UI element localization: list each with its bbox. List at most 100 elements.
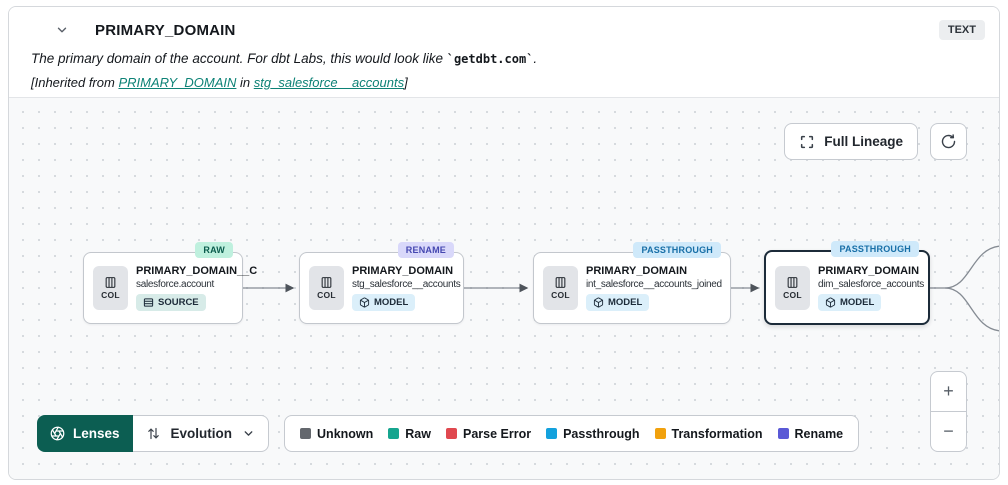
legend-swatch [546,428,558,439]
resource-badge: SOURCE [136,294,206,311]
legend-label: Passthrough [563,426,640,441]
legend-item-parse-error: Parse Error [445,426,532,441]
active-lens-label: Evolution [170,426,233,441]
lineage-node-source[interactable]: RAW COL PRIMARY_DOMAIN__C salesforce.acc… [83,242,257,324]
col-label: COL [101,290,120,300]
zoom-out-button[interactable]: − [943,421,954,441]
node-subtitle: int_salesforce__accounts_joined [586,279,722,290]
node-body: COL PRIMARY_DOMAIN__C salesforce.account… [84,253,257,323]
node-body: COL PRIMARY_DOMAIN int_salesforce__accou… [534,253,730,323]
legend-item-unknown: Unknown [300,427,373,441]
panel-header: PRIMARY_DOMAIN TEXT The primary domain o… [9,7,999,97]
description-text: The primary domain of the account. For d… [31,51,447,66]
legend-swatch [300,428,312,439]
description-code: `getdbt.com` [446,52,534,66]
node-text: PRIMARY_DOMAIN dim_salesforce_accounts M… [818,265,924,311]
resource-badge: MODEL [818,293,882,311]
resource-label: SOURCE [158,297,199,308]
description-suffix: . [533,51,538,66]
node-title: PRIMARY_DOMAIN [586,265,688,277]
column-kind-box: COL [543,266,578,310]
legend-item-raw: Raw [388,427,431,441]
lineage-node-intermediate[interactable]: PASSTHROUGH COL PRIMARY_DOMAIN int_sales… [533,242,731,324]
legend-label: Rename [794,426,844,441]
column-kind-box: COL [309,266,344,310]
model-cube-icon [359,297,370,308]
legend-item-transformation: Transformation [654,426,763,441]
model-cube-icon [825,296,836,308]
lenses-label: Lenses [73,426,120,441]
node-subtitle: salesforce.account [136,279,214,290]
canvas-toolbar: Full Lineage [784,123,967,160]
lineage-node-staging[interactable]: RENAME COL PRIMARY_DOMAIN stg_salesforce… [299,242,464,324]
node-subtitle: dim_salesforce_accounts [818,278,924,290]
resource-label: MODEL [840,296,875,308]
bottom-bar: Lenses Evolution Unknown Raw Parse Error… [37,415,860,452]
legend-label: Transformation [671,426,763,441]
inherited-column-link[interactable]: PRIMARY_DOMAIN [118,75,237,90]
legend-item-rename: Rename [777,426,844,441]
inherited-model-link[interactable]: stg_salesforce__accounts [253,75,405,90]
source-icon [143,298,154,307]
aperture-icon [50,426,65,441]
model-cube-icon [593,297,604,308]
inherited-middle: in [236,75,254,90]
chevron-down-icon [244,431,253,436]
resource-label: MODEL [608,297,643,308]
legend-label: Parse Error [462,426,532,441]
legend-item-passthrough: Passthrough [546,426,640,441]
node-body: COL PRIMARY_DOMAIN dim_salesforce_accoun… [766,252,928,323]
node-subtitle: stg_salesforce__accounts [352,279,461,290]
node-text: PRIMARY_DOMAIN int_salesforce__accounts_… [586,265,722,311]
refresh-icon [941,134,956,149]
legend-swatch [445,428,457,439]
resource-label: MODEL [374,297,409,308]
zoom-in-button[interactable]: + [943,381,954,401]
full-lineage-label: Full Lineage [824,134,903,149]
node-title: PRIMARY_DOMAIN__C [136,265,258,277]
column-kind-box: COL [93,266,128,310]
node-body: COL PRIMARY_DOMAIN stg_salesforce__accou… [300,253,463,323]
expand-icon [801,135,814,148]
legend-swatch [654,428,666,439]
column-kind-box: COL [775,265,810,310]
node-text: PRIMARY_DOMAIN stg_salesforce__accounts … [352,265,461,311]
evolution-badge: PASSTHROUGH [831,241,919,257]
refresh-button[interactable] [930,123,967,160]
evolution-badge: RAW [195,242,233,258]
lens-selector-dropdown[interactable]: Evolution [132,415,270,452]
evolution-arrows-icon [147,427,159,440]
resource-badge: MODEL [586,294,650,311]
zoom-controls: + − [930,371,967,452]
inherited-prefix: [Inherited from [31,75,119,90]
evolution-badge: RENAME [397,242,454,258]
full-lineage-button[interactable]: Full Lineage [784,123,918,160]
columns-icon [787,276,798,288]
columns-icon [555,277,566,288]
legend-swatch [777,428,789,439]
legend-label: Raw [405,426,431,441]
column-title: PRIMARY_DOMAIN [95,21,236,39]
node-text: PRIMARY_DOMAIN__C salesforce.account SOU… [136,265,257,311]
inherited-suffix: ] [404,75,408,90]
col-label: COL [551,290,570,300]
column-details-panel: PRIMARY_DOMAIN TEXT The primary domain o… [8,6,1000,480]
collapse-chevron-icon[interactable] [55,23,69,37]
node-title: PRIMARY_DOMAIN [818,264,920,277]
lenses-button[interactable]: Lenses [37,415,133,452]
lenses-control: Lenses Evolution [37,415,270,452]
evolution-legend: Unknown Raw Parse Error Passthrough Tran… [284,415,860,452]
evolution-badge: PASSTHROUGH [633,242,721,258]
lineage-node-dim-selected[interactable]: PASSTHROUGH COL PRIMARY_DOMAIN dim_sales… [764,241,930,325]
inherited-note: [Inherited from PRIMARY_DOMAIN in stg_sa… [31,75,999,90]
legend-swatch [388,428,400,439]
lineage-canvas[interactable]: Full Lineage RAW COL PRIMARY_DOMAIN__C s… [9,97,999,479]
data-type-badge: TEXT [938,20,985,40]
zoom-divider [931,411,966,412]
col-label: COL [783,289,802,300]
legend-label: Unknown [317,426,374,441]
col-label: COL [317,290,336,300]
node-title: PRIMARY_DOMAIN [352,265,454,277]
columns-icon [105,277,116,288]
title-row: PRIMARY_DOMAIN TEXT [9,7,999,40]
